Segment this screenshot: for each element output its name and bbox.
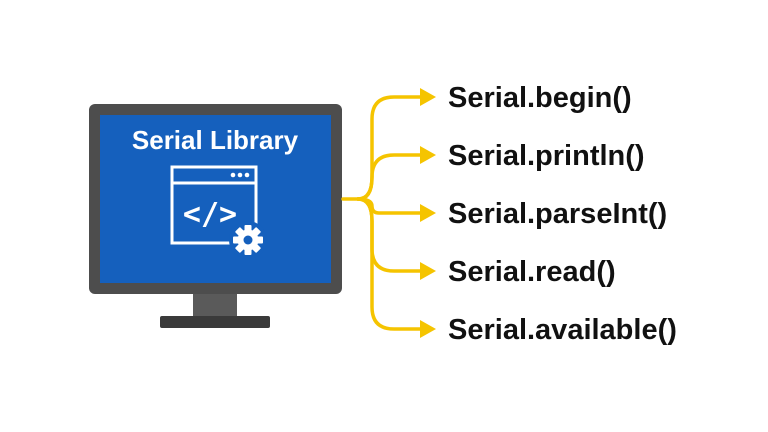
connector-line <box>356 197 424 331</box>
monitor-base <box>160 316 270 328</box>
function-label: Serial.begin() <box>448 82 632 114</box>
code-window-icon <box>170 165 258 245</box>
function-label: Serial.read() <box>448 256 616 288</box>
function-label: Serial.available() <box>448 314 677 346</box>
monitor-screen <box>100 115 331 283</box>
monitor-neck <box>193 294 237 318</box>
connector-line <box>356 95 424 201</box>
arrow-head <box>420 146 436 164</box>
connector-line <box>356 197 424 273</box>
gear-icon <box>229 221 267 259</box>
monitor <box>89 104 342 328</box>
arrow-head <box>420 262 436 280</box>
monitor-title: Serial Library <box>132 125 299 155</box>
arrow-head <box>420 204 436 222</box>
connector-arrows <box>341 88 436 338</box>
arrow-head <box>420 88 436 106</box>
function-label: Serial.println() <box>448 140 645 172</box>
code-symbol: </> <box>183 197 237 232</box>
function-label: Serial.parseInt() <box>448 198 667 230</box>
arrow-head <box>420 320 436 338</box>
function-labels: Serial.begin() Serial.println() Serial.par… <box>448 82 677 346</box>
connector-line <box>356 153 424 201</box>
